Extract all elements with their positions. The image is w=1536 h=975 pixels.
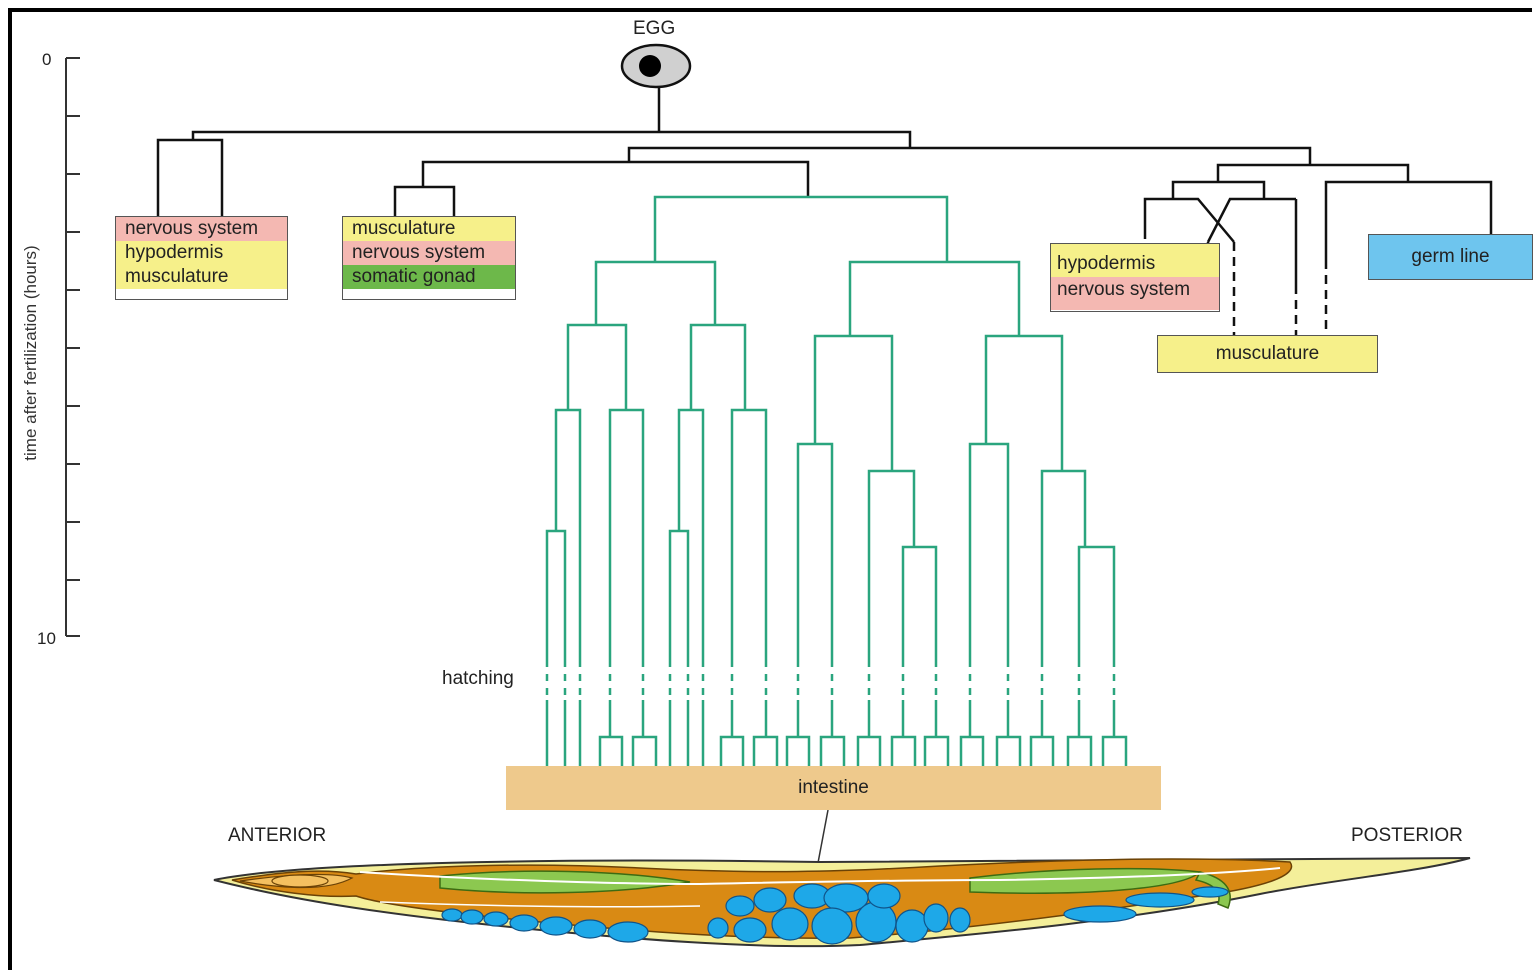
early-lineage-black	[156, 87, 1493, 285]
hatching-dashes	[545, 660, 1116, 700]
fate-somatic-gonad: somatic gonad	[343, 265, 515, 289]
fate-germ-line: germ line	[1411, 246, 1490, 267]
fate-nervous-system: nervous system	[1051, 277, 1219, 310]
fate-musculature: musculature	[116, 265, 287, 289]
cell-fate-box-1: nervous system hypodermis musculature	[115, 216, 288, 300]
figure-frame	[8, 8, 1532, 970]
y-axis-label: time after fertilization (hours)	[21, 245, 40, 461]
worm-illustration	[213, 857, 1471, 948]
hatching-label: hatching	[442, 668, 514, 689]
fate-hypodermis: hypodermis	[1051, 244, 1219, 277]
intestine-lineage	[545, 195, 1116, 660]
egg-label: EGG	[633, 18, 676, 39]
fate-musculature: musculature	[343, 217, 515, 241]
fate-nervous-system: nervous system	[343, 241, 515, 265]
cell-fate-box-musculature: musculature	[1157, 335, 1378, 373]
cell-fate-box-2: musculature nervous system somatic gonad	[342, 216, 516, 300]
fate-hypodermis: hypodermis	[116, 241, 287, 265]
cell-fate-box-3: hypodermis nervous system	[1050, 243, 1220, 312]
time-axis	[65, 57, 80, 637]
post-hatching-divisions	[545, 700, 1128, 766]
intestine-bar: intestine	[506, 766, 1161, 810]
egg	[620, 43, 692, 89]
cell-fate-box-germ-line: germ line	[1368, 234, 1533, 280]
posterior-label: POSTERIOR	[1351, 825, 1463, 846]
anterior-label: ANTERIOR	[228, 825, 327, 846]
intestine-label: intestine	[798, 777, 869, 798]
axis-tick-0: 0	[42, 50, 52, 69]
axis-tick-10: 10	[37, 629, 56, 648]
fate-nervous-system: nervous system	[116, 217, 287, 241]
fate-musculature: musculature	[1215, 343, 1320, 364]
